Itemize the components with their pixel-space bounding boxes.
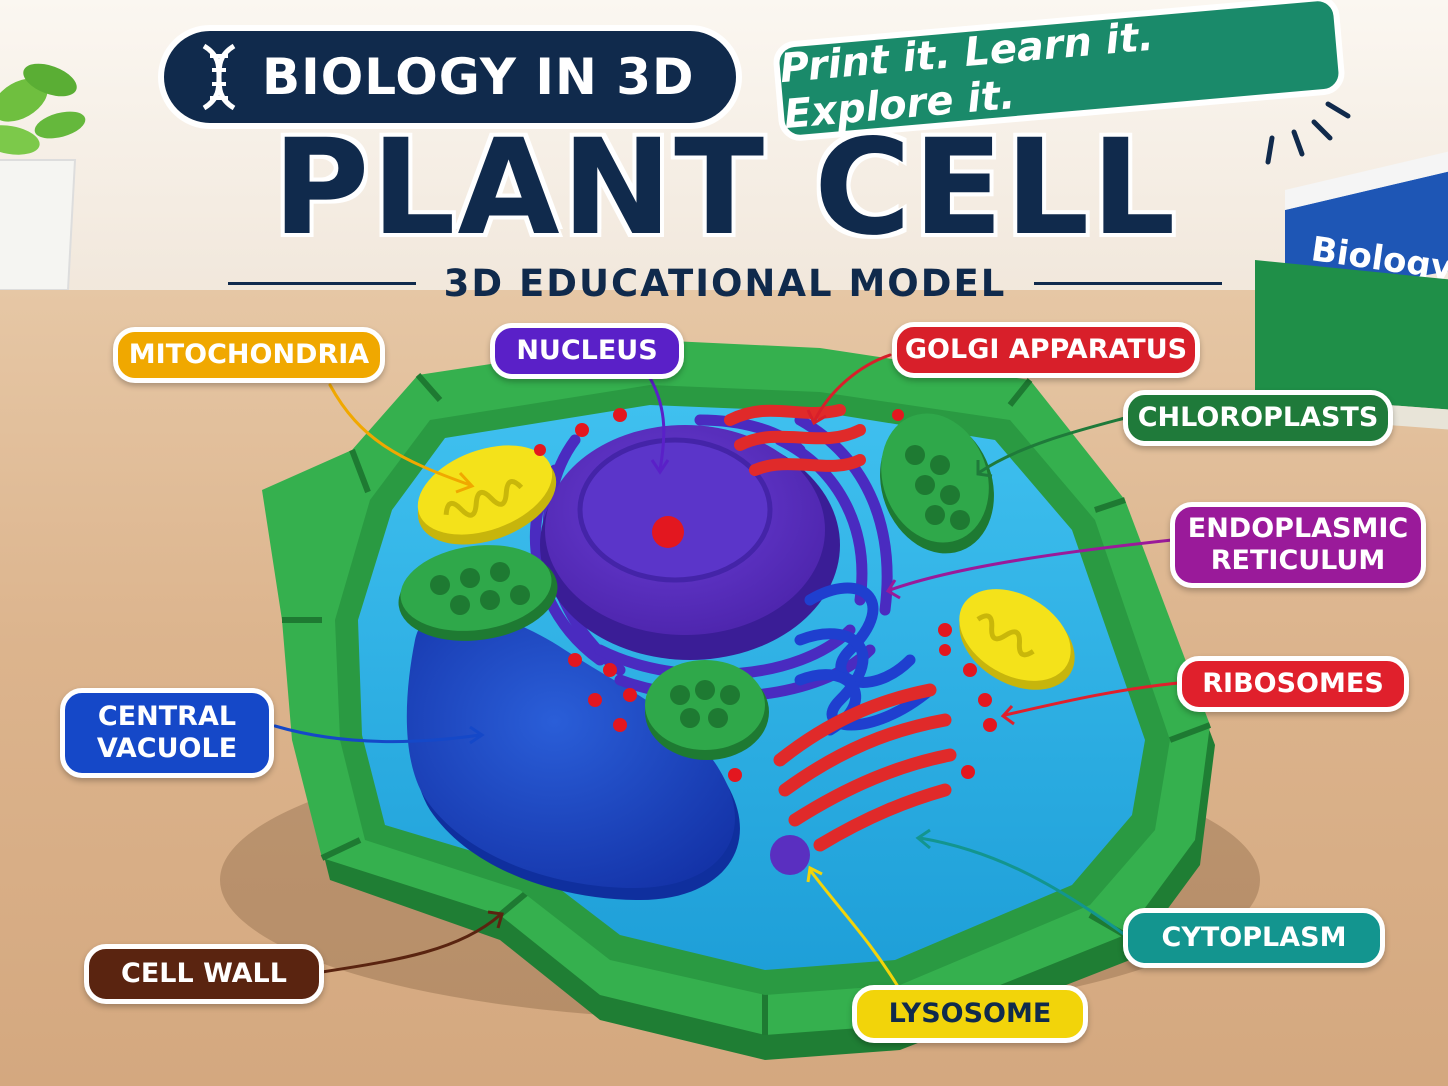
badge-text: BIOLOGY IN 3D [262,48,695,106]
label-mitochondria: MITOCHONDRIA [113,327,385,383]
label-vacuole-line1: CENTRAL [97,701,237,732]
subtitle-row: 3D EDUCATIONAL MODEL [228,258,1222,308]
label-er-line1: ENDOPLASMIC [1187,513,1409,544]
potted-plant-icon [0,63,86,290]
biology-3d-badge: BIOLOGY IN 3D [158,25,742,129]
mitochondrion-right-cristae [976,613,1035,658]
subtitle: 3D EDUCATIONAL MODEL [443,261,1007,305]
chloroplast-left [398,545,558,641]
label-er-line2: RETICULUM [1210,545,1386,576]
label-nucleus: NUCLEUS [490,323,684,379]
ribosomes [534,408,997,782]
label-cytoplasm: CYTOPLASM [1123,908,1385,968]
label-golgi-apparatus: GOLGI APPARATUS [892,322,1200,378]
lysosome [770,835,810,875]
page-title: PLANT CELL [272,111,1178,265]
label-central-vacuole: CENTRAL VACUOLE [60,688,274,778]
subtitle-line-right [1034,281,1222,285]
mitochondrion-left-cristae [443,479,524,518]
golgi-apparatus [773,683,957,852]
label-ribosomes-text: RIBOSOMES [1202,668,1384,699]
label-chloroplasts-text: CHLOROPLASTS [1137,402,1379,433]
central-vacuole-top [406,610,735,888]
label-golgi-text: GOLGI APPARATUS [904,334,1188,365]
label-mitochondria-text: MITOCHONDRIA [128,339,370,370]
label-vacuole-line2: VACUOLE [96,733,238,764]
mitochondrion-right [959,589,1071,681]
label-cellwall-text: CELL WALL [121,958,287,989]
nucleus-inner [577,437,773,583]
label-lysosome-text: LYSOSOME [888,998,1052,1029]
chloroplast-top-right [880,413,994,554]
nucleolus [652,516,684,548]
label-ribosomes: RIBOSOMES [1177,656,1409,712]
label-endoplasmic-reticulum: ENDOPLASMIC RETICULUM [1170,502,1426,588]
label-nucleus-text: NUCLEUS [516,335,658,366]
label-lysosome: LYSOSOME [852,985,1088,1043]
label-cell-wall: CELL WALL [84,944,324,1004]
subtitle-line-left [228,281,416,285]
dna-icon [202,43,236,111]
chloroplast-bottom [645,660,769,760]
sparkle-marks-icon [1265,101,1351,165]
label-chloroplasts: CHLOROPLASTS [1123,390,1393,446]
label-cytoplasm-text: CYTOPLASM [1161,922,1347,953]
